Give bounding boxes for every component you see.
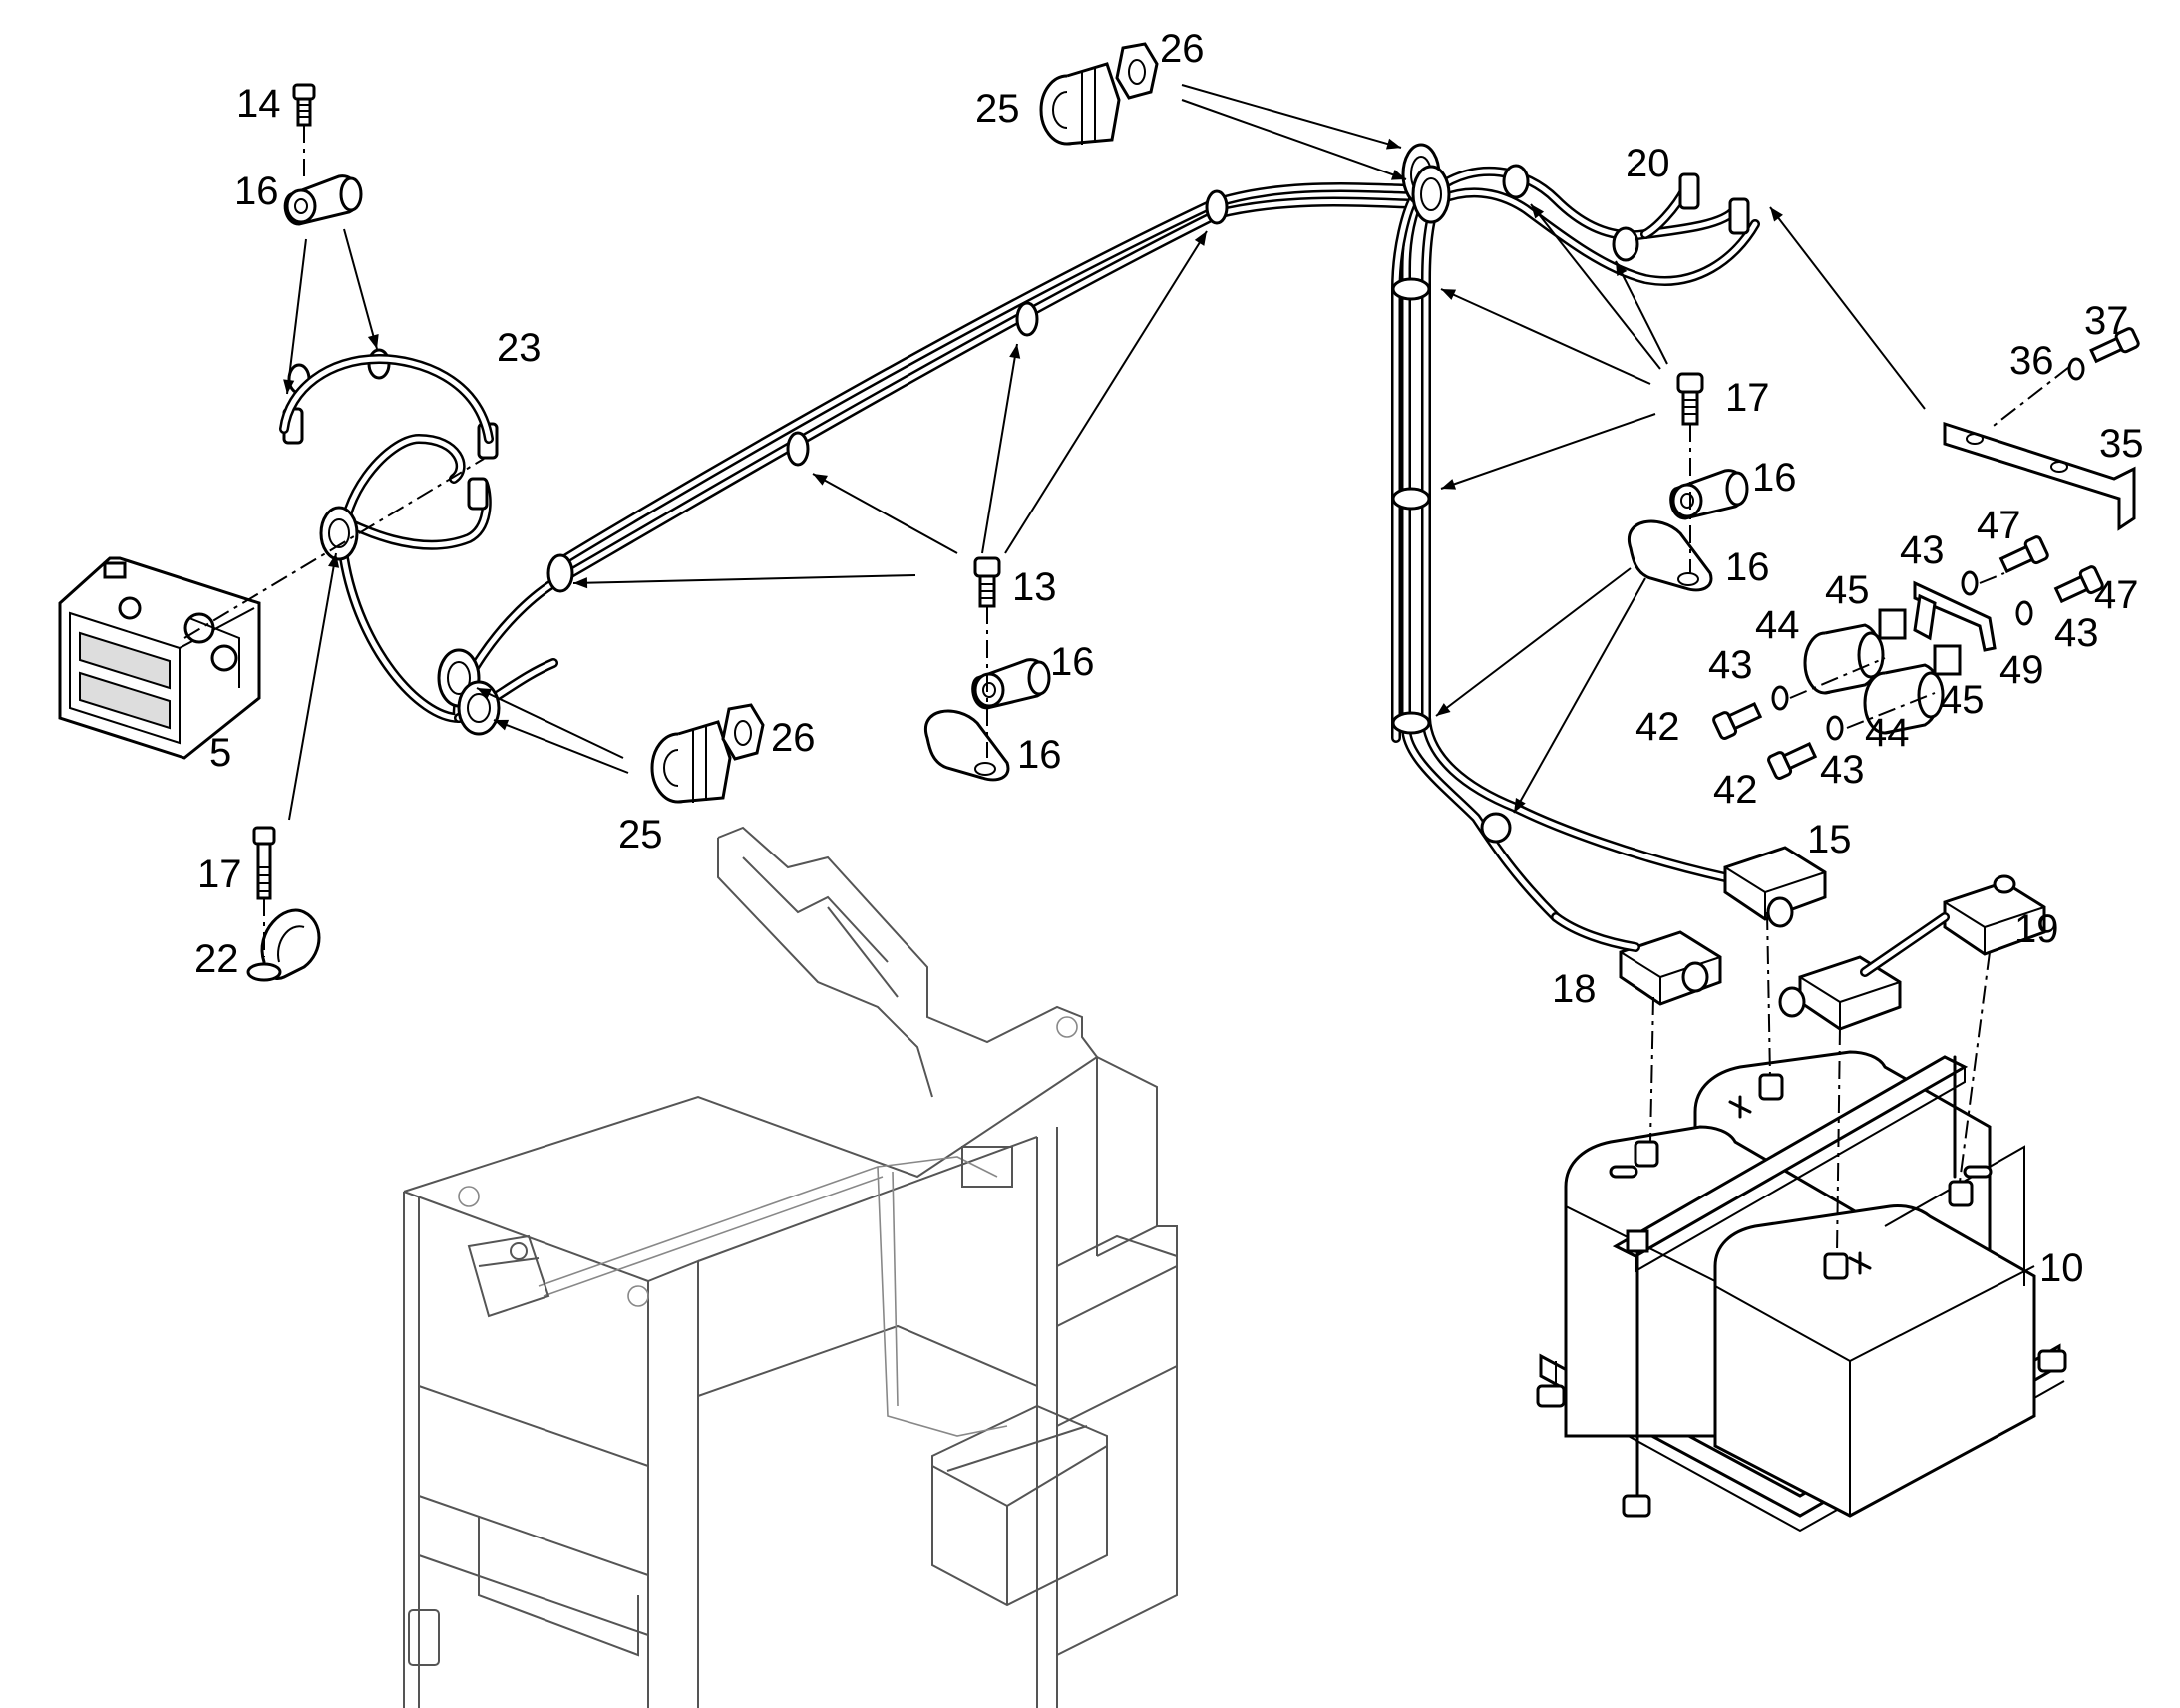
gland-25-top [1039,62,1121,146]
bracket-35 [1943,421,2136,531]
clamp [1612,226,1639,262]
cable-19 [1860,912,1950,977]
callout-15: 15 [1807,818,1852,861]
clamp-16-right-lower [1627,519,1713,592]
callout-5: 5 [209,731,231,775]
plate-45-lower [1933,644,1962,676]
callout-19: 19 [2014,907,2059,951]
nut-26-left [721,703,765,761]
screws-42 [1712,701,1818,780]
clamp-22 [246,908,321,982]
grommet-loop [319,506,359,561]
mount-44-lower [1863,663,1945,735]
washers-43 [1771,570,2033,741]
clamp [786,431,810,467]
clamp-16-right-upper [1669,469,1749,520]
screw-17-right [1676,372,1704,426]
cable-23 [279,354,494,444]
terminal-cap-19a [1943,874,2046,956]
callout-43: 43 [1900,528,1945,572]
clamp [1391,277,1431,301]
callout-17: 17 [197,853,242,896]
callout-49: 49 [1999,648,2044,692]
callout-10: 10 [2039,1246,2084,1290]
callout-13: 13 [1012,565,1057,609]
callout-22: 22 [194,937,239,981]
callout-17: 17 [1725,376,1770,420]
callout-36: 36 [2009,339,2054,383]
clamp-16-middle-upper [971,658,1051,710]
callout-44: 44 [1865,711,1910,755]
callout-42: 42 [1713,768,1758,812]
callout-42: 42 [1635,705,1680,749]
callout-47: 47 [1977,504,2021,547]
callout-25: 25 [975,87,1020,131]
callout-45: 45 [1940,678,1985,722]
cable-harness [334,166,1760,922]
nut-26-top [1115,42,1159,100]
terminal-cap-18 [1619,930,1722,1006]
clamp [1480,812,1512,844]
callout-26: 26 [1160,27,1205,71]
terminal-cap-15 [1723,846,1827,928]
callout-14: 14 [236,82,281,126]
batteries-10 [1536,1050,2067,1533]
clamp [1391,711,1431,735]
chassis-overview [403,826,1178,1708]
callout-35: 35 [2099,422,2144,466]
terminal-cap-19b [1778,955,1902,1031]
callout-43: 43 [1708,643,1753,687]
screw-13 [973,556,1001,608]
callout-16: 16 [1050,640,1095,684]
screw-17-bottom-left [252,826,276,900]
screws-47 [1998,535,2104,604]
callout-16: 16 [234,170,279,213]
clamp-16-top-left [283,174,363,226]
callout-26: 26 [771,716,816,760]
callout-47: 47 [2094,573,2139,617]
washer-36 [2067,357,2085,381]
plate-49 [1913,580,1997,652]
callout-18: 18 [1552,967,1597,1011]
callout-45: 45 [1825,568,1870,612]
callout-labels: 14 16 23 5 17 22 25 26 25 26 13 16 16 20… [194,27,2144,1290]
callout-43: 43 [1820,748,1865,792]
callout-23: 23 [497,326,542,370]
clamp [1502,164,1530,199]
pointer-arrows [283,84,1926,821]
harness-clamps [287,164,1639,844]
clamp [546,553,574,593]
screw-37 [2089,327,2140,364]
callout-16: 16 [1017,733,1062,777]
callout-44: 44 [1755,603,1800,647]
clamp [1205,189,1229,225]
cable-18-15-lead [1551,912,1640,952]
callout-20: 20 [1626,142,1670,185]
installation-lines [183,125,2070,1255]
screw-14 [292,83,316,127]
callout-37: 37 [2084,299,2129,343]
grommet-cluster-left [437,648,501,736]
callout-43: 43 [2054,611,2099,655]
clamp [1391,487,1431,511]
clamp [1015,301,1039,337]
gland-25-left [650,720,732,804]
clamp-16-middle-lower [923,709,1010,782]
terminal-block-5 [58,556,261,760]
callout-16: 16 [1752,456,1797,500]
plate-45-upper [1878,608,1907,640]
callout-16: 16 [1725,545,1770,589]
callout-25: 25 [618,813,663,856]
